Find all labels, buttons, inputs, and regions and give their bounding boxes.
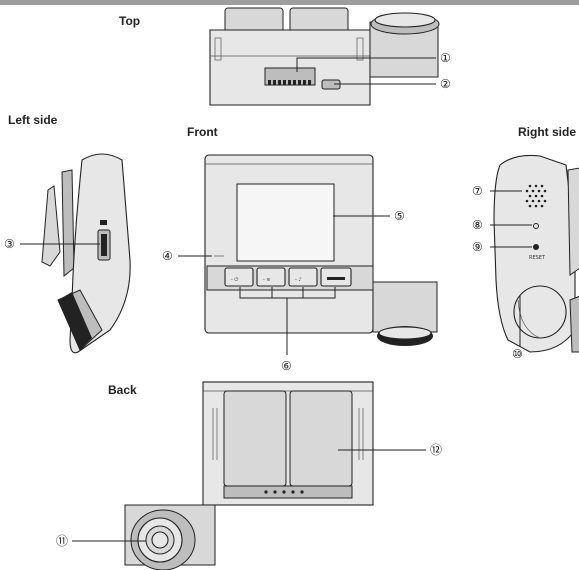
svg-text:- ⏻: - ⏻ xyxy=(231,277,238,283)
callout-11: ⑪ xyxy=(56,534,68,548)
callout-4: ④ xyxy=(162,249,173,263)
label-right-side: Right side xyxy=(518,125,576,139)
reset-button xyxy=(533,244,539,250)
svg-text:- ≋: - ≋ xyxy=(263,277,271,283)
wifi-button xyxy=(256,267,286,287)
callout-12: ⑫ xyxy=(430,443,442,457)
right-side-view: Right side RESET ⑦ ⑧ ⑨ ⑩ xyxy=(472,125,579,361)
reset-text: RESET xyxy=(529,255,546,261)
label-top: Top xyxy=(119,14,140,28)
left-mount xyxy=(41,185,61,267)
front-display xyxy=(236,183,335,262)
callout-2: ② xyxy=(440,77,451,91)
callout-7: ⑦ xyxy=(472,184,483,198)
front-camera-housing xyxy=(372,281,438,333)
label-back: Back xyxy=(108,383,137,397)
back-mount-left xyxy=(223,390,287,487)
callout-5: ⑤ xyxy=(394,209,405,223)
top-view: Top ① ② xyxy=(119,7,451,106)
back-mount-right xyxy=(289,390,353,487)
callout-10: ⑩ xyxy=(512,347,523,361)
callout-3: ③ xyxy=(4,237,15,251)
mic-button xyxy=(288,267,318,287)
power-button xyxy=(224,267,254,287)
label-left-side: Left side xyxy=(8,113,58,127)
top-bar xyxy=(0,0,579,5)
speaker-grille xyxy=(525,184,547,208)
microphone-hole xyxy=(533,223,539,229)
left-side-view: Left side ③ xyxy=(4,113,131,354)
front-view: Front - ⏻ - ≋ - ♪ ⑤ ④ ⑥ xyxy=(162,125,438,373)
right-lens xyxy=(513,285,567,339)
callout-1: ① xyxy=(440,51,451,65)
back-view: Back ⑫ ⑪ xyxy=(56,381,442,570)
callout-6: ⑥ xyxy=(281,359,292,373)
svg-text:- ♪: - ♪ xyxy=(295,277,302,283)
callout-9: ⑨ xyxy=(472,240,483,254)
callout-8: ⑧ xyxy=(472,218,483,232)
label-front: Front xyxy=(187,125,218,139)
